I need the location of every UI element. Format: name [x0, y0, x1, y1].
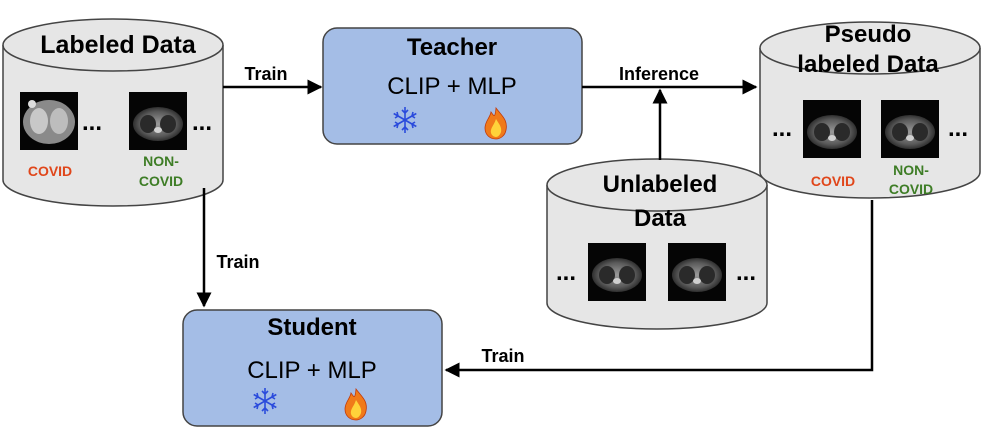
unlabeled-title-line2: Data: [634, 205, 687, 232]
ct-image-noncovid: [881, 100, 939, 158]
ct-image-unlabeled: [588, 243, 646, 301]
label-covid: COVID: [811, 173, 855, 189]
unlabeled-title-line1: Unlabeled: [603, 171, 718, 198]
label-non: NON-: [143, 153, 179, 169]
ellipsis: ...: [556, 259, 576, 286]
unlabeled-data-cylinder: Unlabeled Data ... ...: [546, 158, 768, 330]
edge-label-train: Train: [244, 64, 287, 84]
student-model: CLIP + MLP: [247, 357, 377, 384]
teacher-box: Teacher CLIP + MLP: [322, 27, 583, 145]
arrow-pseudo-to-student: [444, 200, 874, 378]
ct-image-unlabeled: [668, 243, 726, 301]
edges: Train Inference Train Train: [196, 64, 874, 378]
ct-image-noncovid: [129, 92, 187, 150]
pseudo-title-line1: Pseudo: [825, 21, 912, 48]
edge-label-inference: Inference: [619, 64, 699, 84]
label-covid: COVID: [139, 173, 183, 189]
teacher-title: Teacher: [407, 34, 497, 61]
teacher-model: CLIP + MLP: [387, 73, 517, 100]
ellipsis: ...: [736, 259, 756, 286]
student-title: Student: [267, 314, 356, 341]
ct-image-covid: [803, 100, 861, 158]
pseudo-title-line2: labeled Data: [797, 51, 939, 78]
label-covid: COVID: [28, 163, 72, 179]
label-covid: COVID: [889, 181, 933, 197]
labeled-data-title: Labeled Data: [40, 31, 197, 59]
labeled-data-cylinder: Labeled Data ... ... COVID NON- COVID: [2, 18, 224, 207]
pseudo-labeled-data-cylinder: Pseudo labeled Data ... ... COVID NON- C…: [759, 21, 981, 199]
ellipsis: ...: [192, 109, 212, 136]
ellipsis: ...: [82, 109, 102, 136]
edge-label-train: Train: [481, 346, 524, 366]
ct-image-covid: [20, 92, 78, 150]
ellipsis: ...: [772, 115, 792, 142]
ellipsis: ...: [948, 115, 968, 142]
student-box: Student CLIP + MLP: [182, 309, 443, 427]
label-non: NON-: [893, 162, 929, 178]
edge-label-train: Train: [216, 252, 259, 272]
